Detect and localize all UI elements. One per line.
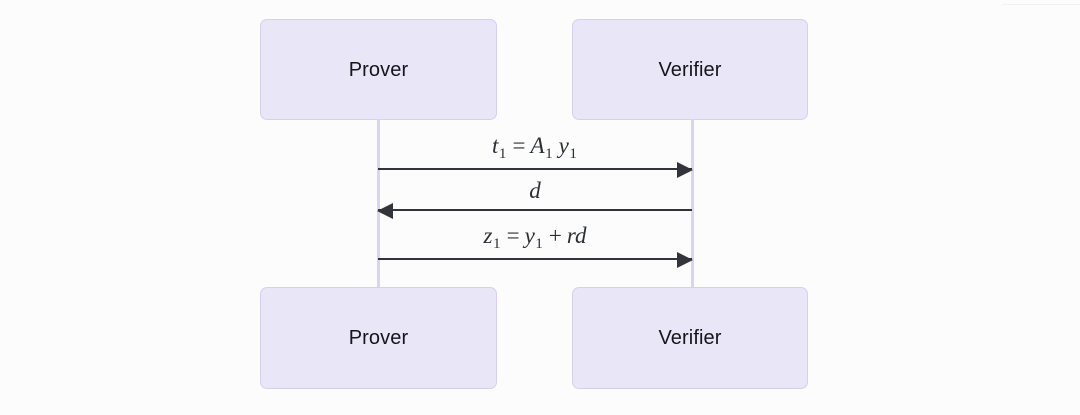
- message-2-arrowhead-left-icon: [377, 202, 393, 219]
- actor-box-prover-bottom[interactable]: Prover: [260, 287, 497, 389]
- message-1-sub-y: 1: [569, 144, 577, 162]
- lifeline-verifier: [691, 119, 694, 288]
- message-3-term-d: d: [574, 222, 587, 248]
- message-1-term-y: y: [558, 132, 569, 158]
- message-3-term-z: z: [483, 222, 493, 248]
- message-3-arrowhead-right-icon: [677, 251, 693, 268]
- actor-label-verifier-top: Verifier: [658, 58, 722, 81]
- message-3-operator-plus: +: [548, 222, 562, 248]
- actor-label-prover-top: Prover: [348, 58, 409, 81]
- message-1-sub-a: 1: [545, 144, 553, 162]
- message-2-term-d: d: [529, 178, 541, 203]
- message-3-sub-z: 1: [492, 234, 501, 252]
- message-1-term-t: t: [492, 132, 499, 158]
- message-2-label: d: [378, 179, 692, 202]
- message-1-operator-equals: =: [512, 132, 526, 158]
- message-3-line: [378, 258, 692, 261]
- message-3-label: z1=y1+rd: [378, 224, 692, 251]
- actor-box-prover-top[interactable]: Prover: [260, 19, 497, 120]
- message-2-line: [378, 209, 692, 212]
- message-3-sub-y: 1: [535, 234, 543, 252]
- render-edge-artifact: [1002, 4, 1080, 5]
- message-1-arrowhead-right-icon: [677, 161, 693, 178]
- message-1-sub-t: 1: [498, 144, 507, 162]
- message-1-term-a: A: [530, 132, 545, 158]
- actor-label-prover-bottom: Prover: [348, 327, 409, 349]
- message-3-term-y: y: [524, 222, 535, 248]
- actor-label-verifier-bottom: Verifier: [658, 327, 722, 349]
- message-1-line: [378, 168, 692, 171]
- message-3-term-r: r: [566, 222, 575, 248]
- actor-box-verifier-top[interactable]: Verifier: [572, 19, 808, 120]
- message-3-operator-equals: =: [506, 222, 520, 248]
- actor-box-verifier-bottom[interactable]: Verifier: [572, 287, 808, 389]
